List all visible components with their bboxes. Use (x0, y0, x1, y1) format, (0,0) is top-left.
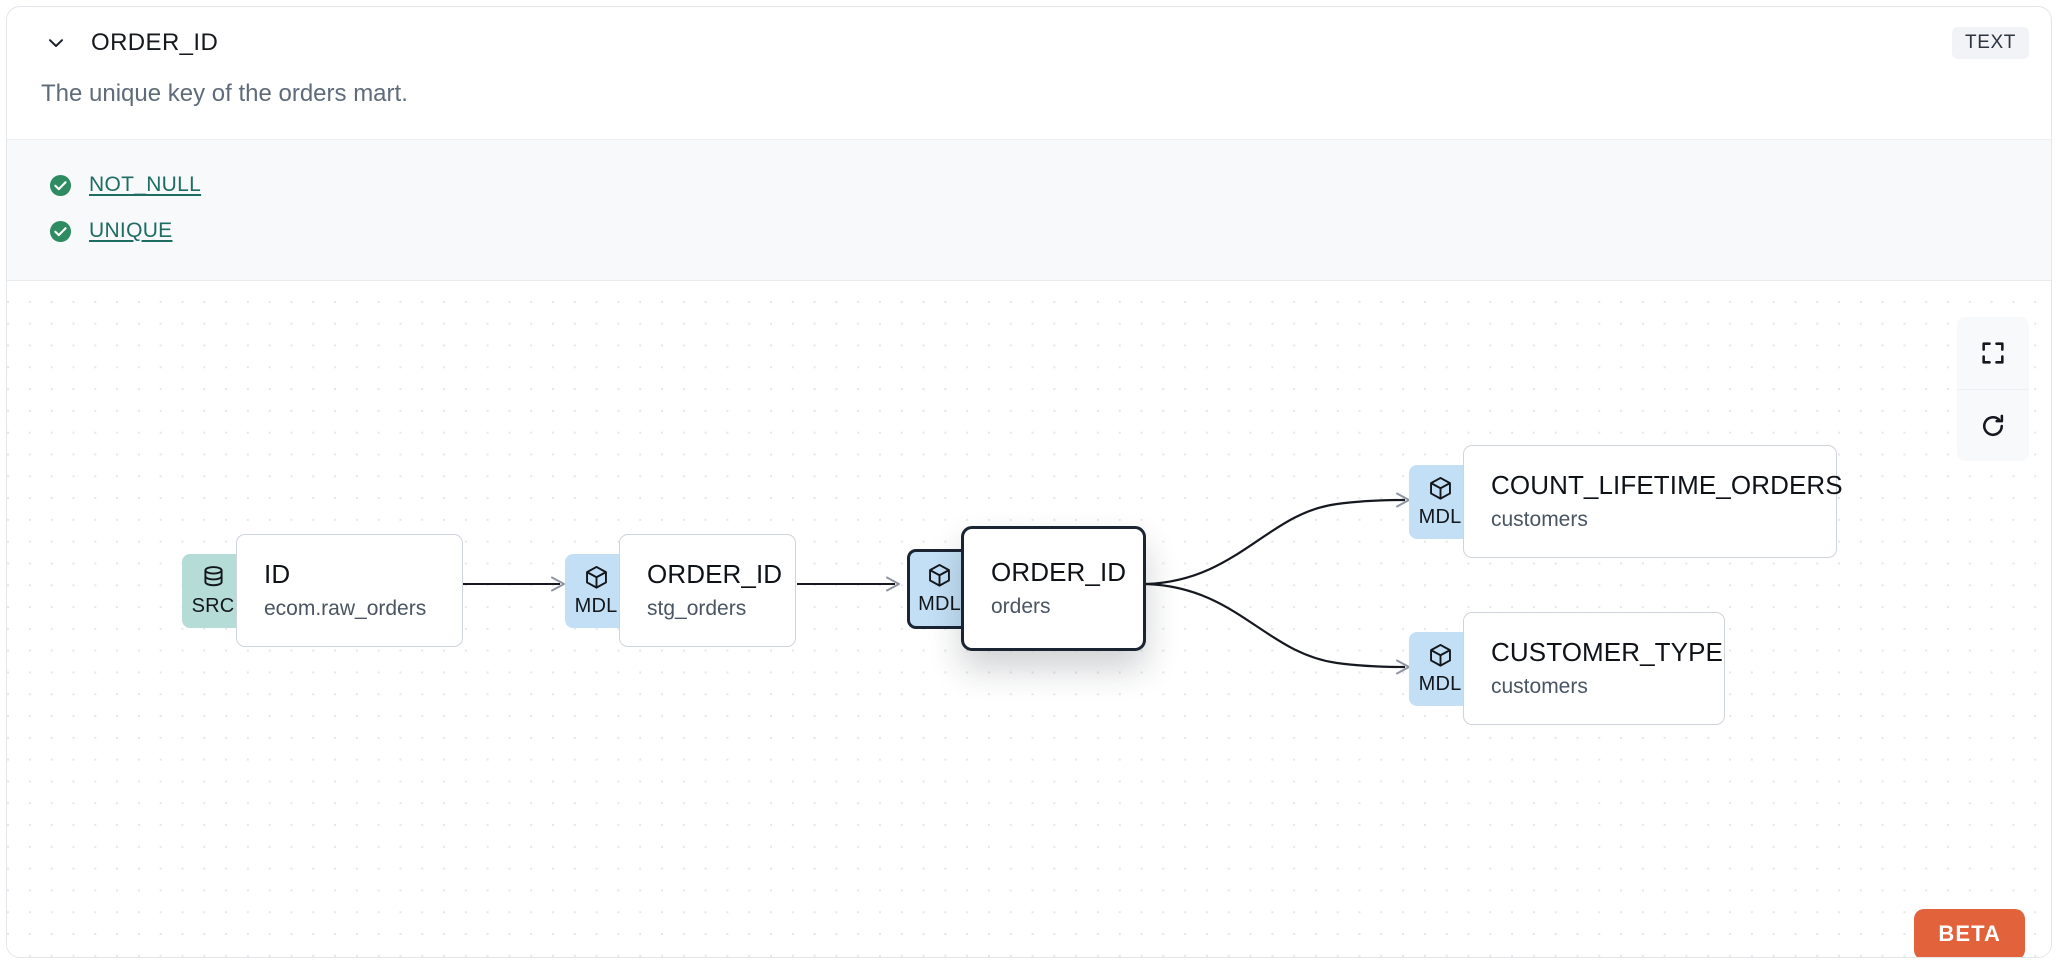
node-badge-mdl: MDL (907, 548, 969, 629)
lineage-node-count-lifetime-orders[interactable]: MDL COUNT_LIFETIME_ORDERS customers (1409, 445, 1843, 558)
node-body[interactable]: ORDER_ID stg_orders (619, 534, 796, 647)
cube-icon (1429, 643, 1451, 667)
cube-icon (1429, 476, 1451, 500)
node-body[interactable]: CUSTOMER_TYPE customers (1463, 612, 1725, 725)
cube-icon (929, 563, 950, 587)
lineage-node-src-id[interactable]: SRC ID ecom.raw_orders (182, 534, 463, 647)
node-subtitle: customers (1491, 507, 1588, 531)
refresh-button[interactable] (1957, 389, 2029, 461)
page-title: ORDER_ID (91, 29, 219, 56)
list-item[interactable]: NOT_NULL (7, 162, 2051, 208)
node-badge-mdl: MDL (1409, 631, 1471, 706)
canvas-controls (1957, 317, 2029, 461)
test-link-unique[interactable]: UNIQUE (89, 219, 173, 242)
node-name: ORDER_ID (647, 559, 783, 590)
tests-section: NOT_NULL UNIQUE (7, 139, 2051, 281)
check-circle-icon (49, 174, 72, 196)
node-subtitle: ecom.raw_orders (264, 596, 427, 620)
node-body[interactable]: COUNT_LIFETIME_ORDERS customers (1463, 445, 1843, 558)
fullscreen-button[interactable] (1957, 317, 2029, 389)
node-badge-mdl: MDL (565, 553, 627, 628)
beta-badge[interactable]: BETA (1914, 909, 2025, 957)
chevron-down-icon[interactable] (39, 26, 73, 60)
database-icon (203, 566, 223, 587)
check-circle-icon (49, 220, 72, 242)
node-subtitle: orders (991, 594, 1051, 618)
card-header: ORDER_ID TEXT (7, 7, 2051, 79)
node-subtitle: customers (1491, 674, 1588, 698)
node-badge-mdl: MDL (1409, 464, 1471, 539)
node-subtitle: stg_orders (647, 596, 747, 620)
node-name: ID (264, 559, 291, 590)
cube-icon (585, 565, 607, 589)
node-badge-label: MDL (1418, 506, 1462, 528)
node-body[interactable]: ID ecom.raw_orders (236, 534, 463, 647)
list-item[interactable]: UNIQUE (7, 208, 2051, 254)
fullscreen-icon (1982, 342, 2004, 364)
column-detail-card: ORDER_ID TEXT The unique key of the orde… (6, 6, 2052, 958)
node-badge-src: SRC (182, 553, 244, 628)
edge-orders-to-customer-type (1145, 582, 1410, 675)
edge-src-to-stg (462, 576, 565, 592)
node-body[interactable]: ORDER_ID orders (961, 526, 1146, 651)
lineage-node-stg-order-id[interactable]: MDL ORDER_ID stg_orders (565, 534, 796, 647)
lineage-canvas[interactable]: SRC ID ecom.raw_orders MDL (7, 281, 2051, 957)
column-description: The unique key of the orders mart. (41, 80, 408, 107)
refresh-icon (1983, 414, 2004, 436)
node-badge-label: MDL (574, 595, 618, 617)
node-name: COUNT_LIFETIME_ORDERS (1491, 470, 1843, 501)
node-badge-label: SRC (191, 595, 235, 617)
edge-stg-to-orders (797, 576, 900, 592)
test-link-not-null[interactable]: NOT_NULL (89, 173, 202, 196)
data-type-badge: TEXT (1952, 27, 2029, 59)
lineage-node-customer-type[interactable]: MDL CUSTOMER_TYPE customers (1409, 612, 1725, 725)
edge-orders-to-count-lifetime (1145, 492, 1410, 586)
node-name: ORDER_ID (991, 557, 1127, 588)
node-badge-label: MDL (918, 593, 961, 615)
node-name: CUSTOMER_TYPE (1491, 637, 1723, 668)
lineage-node-orders-order-id[interactable]: MDL ORDER_ID orders (907, 526, 1146, 651)
node-badge-label: MDL (1418, 673, 1462, 695)
